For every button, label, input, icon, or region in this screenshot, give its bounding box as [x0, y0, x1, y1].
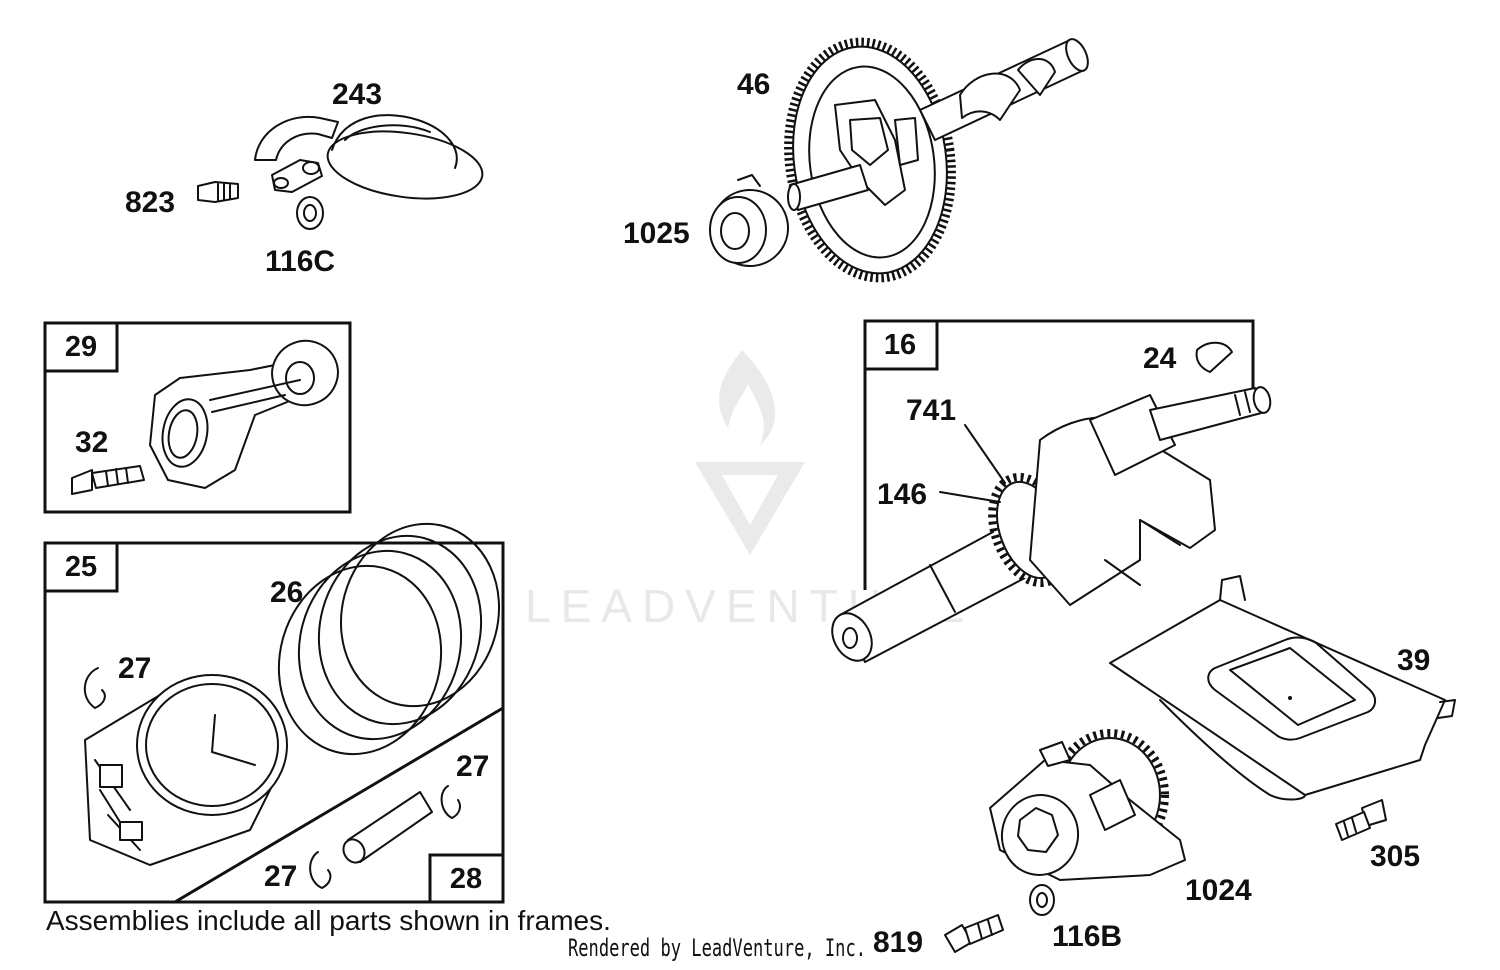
- part-label-116b: 116B: [1052, 920, 1122, 953]
- part-label-24: 24: [1143, 342, 1177, 375]
- screw-305: [1335, 799, 1387, 841]
- part-label-26: 26: [270, 576, 303, 609]
- frame-25-tag: [43, 541, 119, 593]
- frame-16-border: [863, 319, 1255, 590]
- part-label-46: 46: [737, 68, 770, 101]
- part-label-243: 243: [332, 78, 382, 111]
- watermark-logo-icon: [695, 350, 805, 555]
- camshaft-assembly: [709, 37, 1089, 283]
- frame-16-tag: [863, 319, 939, 371]
- part-label-116c: 116C: [265, 245, 335, 278]
- assemblies-note: Assemblies include all parts shown in fr…: [46, 905, 611, 936]
- part-label-305: 305: [1370, 840, 1420, 873]
- part-label-27-top: 27: [118, 652, 151, 685]
- part-label-32: 32: [75, 426, 108, 459]
- oil-pump-1024: [989, 729, 1186, 881]
- frame-29-tag: [43, 321, 119, 373]
- frame-29-connecting-rod: 29: [43, 321, 352, 514]
- frame-29-number: 29: [65, 331, 97, 363]
- frame-28-number: 28: [450, 863, 482, 895]
- part-label-146: 146: [877, 478, 927, 511]
- part-label-27-bottom: 27: [264, 860, 297, 893]
- render-credit: Rendered by LeadVenture, Inc.: [568, 934, 866, 962]
- part-label-819: 819: [873, 926, 923, 959]
- frame-25-number: 25: [65, 551, 97, 583]
- part-label-823: 823: [125, 186, 175, 219]
- frame-29-border: [43, 321, 352, 514]
- frame-28-tag: [428, 853, 505, 904]
- bolt-819: [944, 914, 1004, 953]
- frame-25-piston-assembly: 25 28: [43, 522, 505, 904]
- part-label-1024: 1024: [1185, 874, 1252, 907]
- part-label-39: 39: [1397, 644, 1430, 677]
- frame-25-border: [43, 541, 505, 904]
- sump-plate-39: [1109, 575, 1456, 801]
- part-label-741: 741: [906, 394, 956, 427]
- frame-16-crankshaft: 16: [831, 319, 1272, 663]
- washer-116b: [1029, 884, 1055, 916]
- part-label-1025: 1025: [623, 217, 690, 250]
- part-label-27-right: 27: [456, 750, 489, 783]
- frame-16-number: 16: [884, 329, 916, 361]
- breather-assembly: [197, 114, 484, 230]
